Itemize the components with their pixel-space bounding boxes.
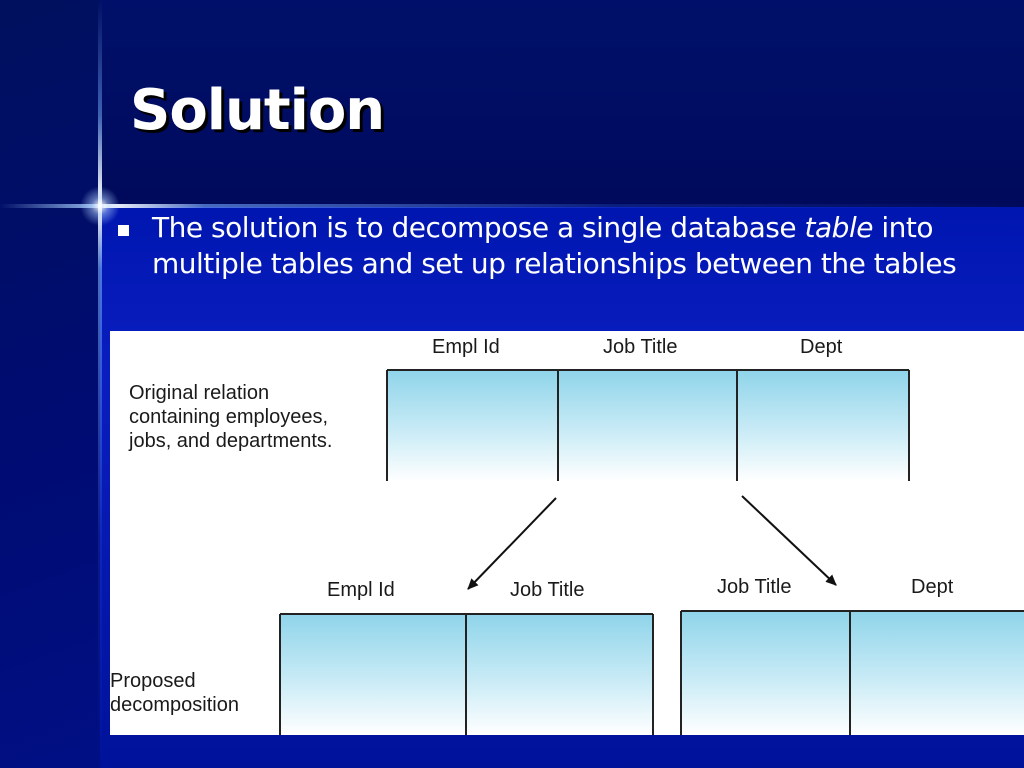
proposed-right-col-job-title: Job Title xyxy=(717,576,792,598)
original-cell-job-title xyxy=(559,370,737,481)
original-col-empl-id: Empl Id xyxy=(432,336,500,358)
bullet-square-icon xyxy=(118,225,129,236)
arrow-to-left-table xyxy=(467,497,557,590)
proposed-decomposition-description: Proposed decomposition xyxy=(110,670,239,716)
proposed-right-col-dept: Dept xyxy=(911,576,954,598)
proposed-left-col-job-title: Job Title xyxy=(510,579,585,601)
bullet-text-part1: The solution is to decompose a single da… xyxy=(152,211,805,244)
proposed-right-cell-dept xyxy=(851,611,1024,735)
original-relation-description: Original relation containing employees, … xyxy=(129,382,333,452)
original-cell-dept xyxy=(738,370,909,481)
proposed-right-outline xyxy=(680,610,1024,735)
bullet-text-italic: table xyxy=(804,211,874,244)
title-area-background xyxy=(100,0,1024,207)
original-col-dept: Dept xyxy=(800,336,843,358)
proposed-right-cell-job-title xyxy=(681,611,850,735)
light-flare-vertical xyxy=(98,0,102,768)
proposed-left-cell-job-title xyxy=(467,614,653,735)
slide-title: Solution xyxy=(130,78,385,143)
original-relation-outline xyxy=(386,369,910,481)
figure-lines xyxy=(279,369,1024,735)
proposed-left-cell-empl-id xyxy=(280,614,466,735)
original-cell-empl-id xyxy=(387,370,558,481)
light-flare-horizontal xyxy=(0,204,1024,208)
bullet-text-part2: into multiple tables and set up relation… xyxy=(152,211,957,280)
bullet-text: The solution is to decompose a single da… xyxy=(152,210,1008,282)
proposed-left-outline xyxy=(279,613,654,735)
decomposition-figure: Empl Id Job Title Dept Original relation… xyxy=(110,331,1024,735)
arrow-to-right-table xyxy=(741,495,837,586)
bullet-item: The solution is to decompose a single da… xyxy=(118,210,1008,282)
light-flare-glow xyxy=(80,186,120,226)
original-col-job-title: Job Title xyxy=(603,336,678,358)
proposed-left-col-empl-id: Empl Id xyxy=(327,579,395,601)
